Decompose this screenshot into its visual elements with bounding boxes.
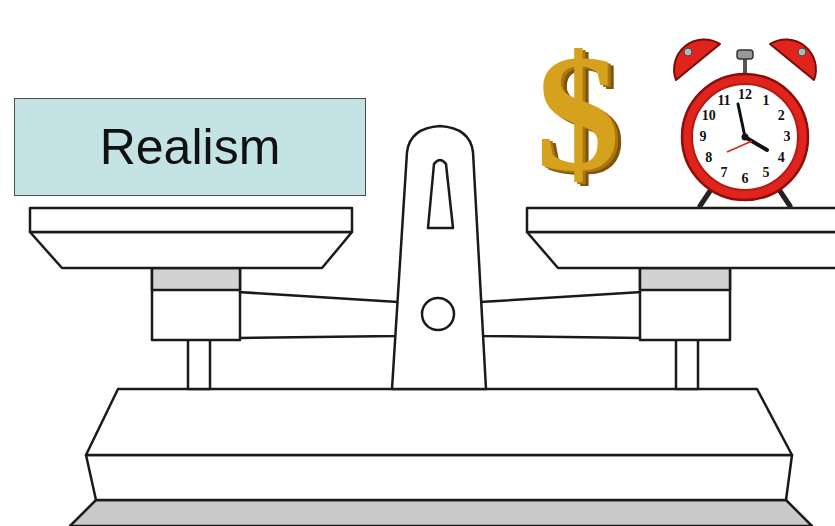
- clock-number: 7: [721, 166, 728, 180]
- pan-holder-band: [152, 268, 240, 290]
- clock-hammer: [737, 50, 753, 59]
- pan-holder: [640, 268, 730, 340]
- clock-bell: [674, 39, 720, 80]
- concept-label: Realism: [100, 118, 281, 176]
- clock-hour-hand: [745, 137, 767, 150]
- clock-number: 1: [763, 94, 770, 108]
- scale-pan-rim: [30, 208, 352, 232]
- scale-base-front: [86, 455, 792, 500]
- clock-minute-hand: [738, 104, 745, 137]
- pivot-circle: [422, 298, 454, 330]
- pillar-slot: [428, 160, 453, 228]
- clock-number: 6: [742, 172, 749, 186]
- clock-number: 5: [763, 166, 770, 180]
- clock-number: 10: [702, 109, 716, 123]
- scale-arm: [238, 292, 398, 338]
- scale-pan: [30, 232, 352, 268]
- clock-number: 11: [717, 94, 730, 108]
- clock-second-hand: [727, 141, 752, 152]
- clock-number: 4: [778, 151, 785, 165]
- scale-pillar: [392, 126, 486, 389]
- scale-arm: [480, 292, 642, 338]
- pan-holder-band: [640, 268, 730, 290]
- clock-center: [742, 134, 749, 141]
- pan-stem: [188, 338, 210, 389]
- clock-number: 12: [738, 88, 752, 102]
- clock-number: 3: [784, 130, 791, 144]
- clock-bell-knob: [798, 48, 806, 56]
- pan-stem: [676, 338, 698, 389]
- scale-pan-rim: [527, 208, 835, 232]
- concept-box: Realism: [14, 98, 366, 196]
- clock-number: 8: [705, 151, 712, 165]
- scale-base-top: [86, 389, 792, 455]
- clock-bell: [770, 39, 816, 80]
- clock-face: [692, 84, 798, 190]
- pan-holder: [152, 268, 240, 340]
- dollar-symbol: $: [536, 28, 620, 196]
- alarm-clock-icon: [674, 39, 816, 206]
- clock-rim: [682, 74, 808, 200]
- scale-base-bottom: [70, 500, 812, 526]
- clock-number: 2: [778, 109, 785, 123]
- scale-pan: [527, 232, 835, 268]
- clock-number: 9: [700, 130, 707, 144]
- clock-bell-knob: [684, 48, 692, 56]
